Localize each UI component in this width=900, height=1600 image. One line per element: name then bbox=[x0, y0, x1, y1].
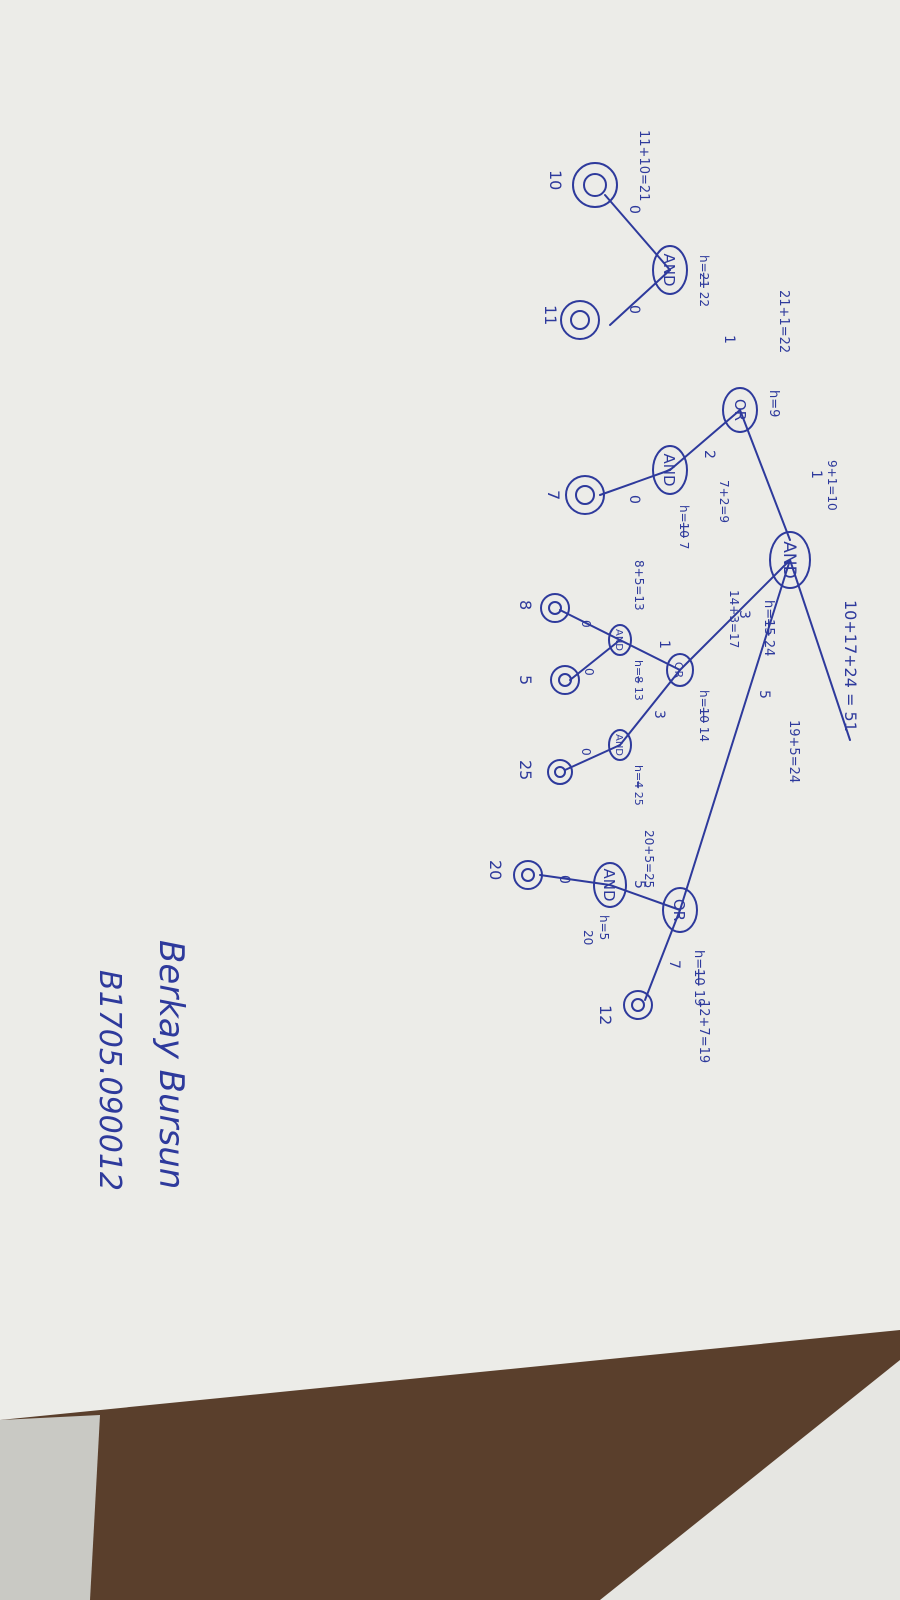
cost-root-or-mid: 3 bbox=[736, 610, 752, 619]
h-or-right: h=10 19 bbox=[691, 950, 706, 1006]
cost-and-r-goal: 0 bbox=[556, 875, 572, 884]
calc-total: 10+17+24 = 51 bbox=[841, 600, 860, 732]
edge-and-m2-goal bbox=[564, 744, 621, 771]
cost-or-mid-and-m1: 1 bbox=[656, 640, 672, 649]
tree-diagram: AND OR AND AND OR AND AND OR AND h=15 24… bbox=[92, 130, 860, 1191]
calc-left-branch: 9+1=10 bbox=[825, 460, 839, 511]
node-and-m2 bbox=[608, 729, 632, 761]
h-or-mid: h=10 14 bbox=[697, 690, 711, 742]
h-and-m1: h=8 13 bbox=[632, 660, 645, 701]
signature-student-id: B1705.090012 bbox=[92, 970, 127, 1191]
node-and-m1 bbox=[608, 624, 632, 656]
goal-ll1 bbox=[572, 162, 618, 208]
goal-m2 bbox=[547, 759, 573, 785]
node-or-right bbox=[662, 887, 698, 933]
goal-value-ll2: 11 bbox=[541, 305, 560, 325]
goal-lr bbox=[565, 475, 605, 515]
cost-and-m2-goal: 0 bbox=[579, 748, 593, 756]
calc-or-right: 12+7=19 bbox=[696, 1000, 711, 1063]
calc-or-left: 21+1=22 bbox=[776, 290, 791, 353]
h-and-r: h=5 bbox=[597, 915, 611, 940]
second-paper bbox=[600, 1360, 900, 1600]
cost-root-or-right: 5 bbox=[756, 690, 772, 699]
signature-name: Berkay Bursun bbox=[151, 940, 191, 1189]
goal-m1a bbox=[540, 593, 570, 623]
goal-value-m2: 25 bbox=[516, 760, 535, 780]
edge-root-or-mid bbox=[679, 559, 791, 671]
goal-value-m1a: 8 bbox=[516, 600, 535, 610]
h-and-lr: h=10 7 bbox=[677, 505, 691, 549]
label-and-m2: AND bbox=[613, 734, 624, 756]
goal-r2 bbox=[623, 990, 653, 1020]
calc-mid-branch: 14+3=17 bbox=[727, 590, 741, 648]
edge-or-left-and-ll bbox=[739, 409, 791, 541]
goal-value-r2: 12 bbox=[596, 1005, 615, 1025]
h-and-m2: h=4 25 bbox=[632, 765, 645, 806]
cost-or-left-and-ll: 1 bbox=[721, 335, 737, 344]
node-and-r bbox=[593, 862, 627, 908]
label-and-m1: AND bbox=[613, 629, 624, 651]
label-and-lr: AND bbox=[660, 453, 678, 486]
label-and-r: AND bbox=[600, 868, 618, 901]
label-or-left: OR bbox=[731, 399, 749, 421]
edge-or-left-and-lr bbox=[669, 409, 741, 471]
edge-and-r-goal bbox=[539, 874, 611, 886]
goal-value-ll1: 10 bbox=[546, 170, 565, 190]
goal-value-lr: 7 bbox=[544, 490, 563, 500]
h-or-left: h=9 bbox=[766, 390, 781, 417]
edge-or-right-and-r bbox=[609, 884, 681, 911]
h-root: h=15 24 bbox=[761, 600, 776, 656]
label-and-ll: AND bbox=[660, 253, 678, 286]
calc-and-ll: 11+10=21 bbox=[636, 130, 651, 201]
node-and-root bbox=[769, 531, 811, 589]
cost-and-ll-goal1: 0 bbox=[626, 205, 642, 214]
cost-or-left-and-lr: 2 bbox=[701, 450, 717, 459]
edge-or-right-goal bbox=[644, 909, 681, 1001]
goal-r1 bbox=[513, 860, 543, 890]
cost-and-m1-goal-a: 0 bbox=[579, 620, 593, 628]
goal-ll2 bbox=[560, 300, 600, 340]
cost-or-mid-and-m2: 3 bbox=[651, 710, 667, 719]
edge-or-mid-and-m2 bbox=[619, 669, 681, 746]
node-and-lr bbox=[652, 445, 688, 495]
h-and-r-2: 20 bbox=[581, 930, 595, 945]
edge-and-ll-goal2 bbox=[609, 269, 671, 326]
calc-and-m1: 8+5=13 bbox=[632, 560, 646, 611]
cost-or-right-goal: 7 bbox=[666, 960, 682, 969]
cost-or-right-and-r: 5 bbox=[631, 880, 647, 889]
edge-root-or-left bbox=[789, 559, 851, 741]
node-or-mid bbox=[666, 653, 694, 687]
goal-value-r1: 20 bbox=[486, 860, 505, 880]
label-or-mid: OR bbox=[672, 662, 685, 679]
edge-root-or-right bbox=[679, 559, 791, 911]
cost-root-or-left: 1 bbox=[808, 470, 824, 479]
goal-value-m1b: 5 bbox=[516, 675, 535, 685]
calc-right-branch: 19+5=24 bbox=[786, 720, 801, 783]
calc-and-lr: 7+2=9 bbox=[717, 480, 731, 523]
edge-and-ll-goal1 bbox=[604, 194, 671, 271]
cost-and-ll-goal2: 0 bbox=[626, 305, 642, 314]
label-and-root: AND bbox=[779, 541, 799, 578]
cost-and-lr-goal: 0 bbox=[626, 495, 642, 504]
cost-and-m1-goal-b: 0 bbox=[582, 668, 596, 676]
node-and-ll bbox=[652, 245, 688, 295]
paper-sheet bbox=[0, 0, 900, 1420]
chair-object bbox=[0, 1415, 100, 1600]
h-and-ll: h=21 22 bbox=[697, 255, 711, 307]
label-or-right: OR bbox=[670, 899, 688, 921]
calc-and-r: 20+5=25 bbox=[642, 830, 656, 888]
goal-m1b bbox=[550, 665, 580, 695]
edge-and-lr-goal bbox=[599, 469, 671, 496]
node-or-left bbox=[722, 387, 758, 433]
